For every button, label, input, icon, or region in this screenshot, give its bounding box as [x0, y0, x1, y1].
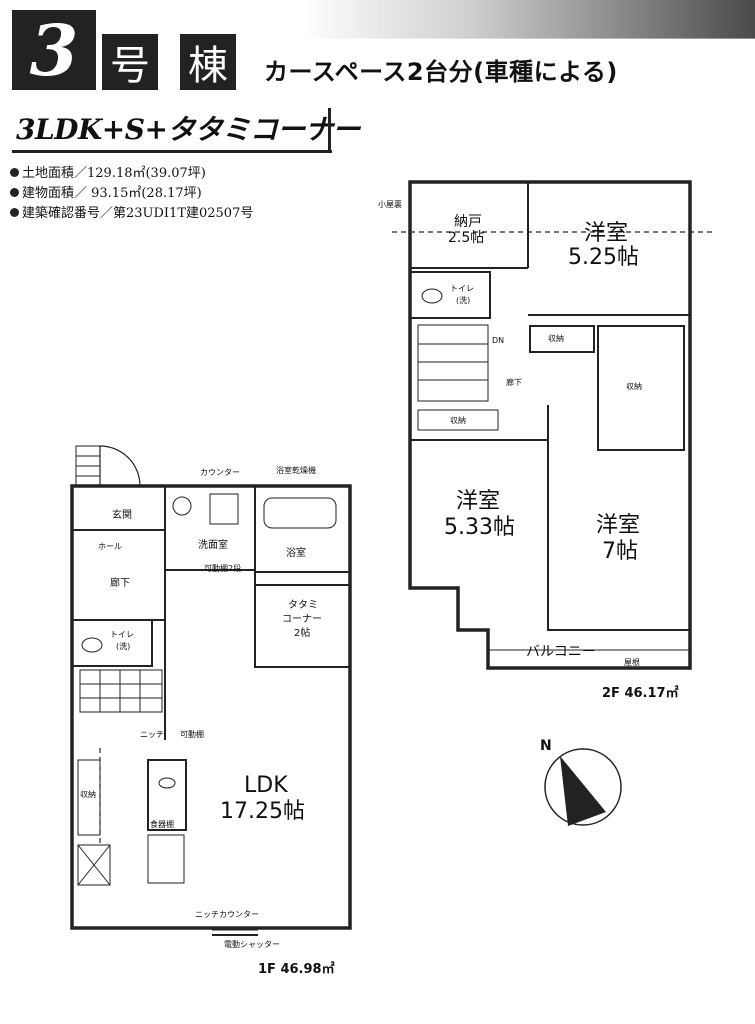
label-bath-dryer: 浴室乾燥機	[276, 466, 316, 475]
label-storage-a: 収納	[548, 334, 564, 343]
label-tatami-1: タタミ	[288, 600, 318, 611]
plan-bar	[328, 108, 331, 153]
label-toilet-sub-1f: (洗)	[116, 642, 131, 651]
label-counter: カウンター	[200, 468, 240, 477]
spec-building-area: 建物面積／ 93.15㎡(28.17坪)	[10, 184, 253, 204]
label-hall: ホール	[98, 542, 122, 551]
spec-permit-number: 建築確認番号／第23UDI1T建02507号	[10, 204, 253, 224]
label-dn: DN	[492, 336, 505, 345]
label-nando: 納戸	[454, 214, 482, 230]
label-niche: ニッチ	[140, 730, 164, 739]
header-gradient-band	[0, 0, 755, 39]
label-toilet-1f: トイレ	[110, 630, 134, 639]
closet-b	[597, 325, 685, 451]
sink-basin	[172, 496, 192, 516]
plan-underline	[12, 150, 332, 153]
floor2-outer-wall	[408, 180, 692, 670]
label-tatami-3: 2帖	[294, 628, 311, 639]
compass-north-label: N	[540, 738, 552, 754]
label-balcony: バルコニー	[526, 644, 596, 660]
car-space-text: カースペース2台分(車種による)	[264, 58, 618, 86]
go-label: 号	[102, 34, 158, 90]
spec-list: 土地面積／129.18㎡(39.07坪) 建物面積／ 93.15㎡(28.17坪…	[10, 164, 253, 224]
floor2-total-area: 2F 46.17㎡	[602, 686, 679, 701]
washing-machine	[209, 493, 239, 525]
floor1-outer-wall	[70, 484, 352, 930]
floor2-plan	[392, 180, 716, 670]
bullet-icon	[10, 188, 19, 197]
label-storage-c: 収納	[450, 416, 466, 425]
spec-land-area: 土地面積／129.18㎡(39.07坪)	[10, 164, 253, 184]
label-western1: 洋室	[584, 221, 629, 246]
label-western1-size: 5.25帖	[568, 245, 639, 270]
label-shutter: 電動シャッター	[224, 940, 280, 949]
pantry-cabinet	[147, 834, 185, 884]
label-nando-size: 2.5帖	[448, 230, 485, 246]
label-roof: 屋根	[624, 658, 640, 667]
entrance-door	[99, 445, 141, 487]
floor1-total-area: 1F 46.98㎡	[258, 962, 335, 977]
label-western2: 洋室	[456, 489, 501, 514]
floor1-plan	[70, 445, 352, 936]
bullet-icon	[10, 208, 19, 217]
label-genkan: 玄関	[112, 510, 132, 521]
label-bath: 浴室	[286, 548, 306, 559]
label-toilet-2f: トイレ	[450, 284, 474, 293]
bathtub	[263, 497, 337, 529]
floor2-stairs	[417, 324, 489, 402]
storage-strip	[417, 409, 499, 431]
label-western3-size: 7帖	[602, 539, 638, 564]
kitchen-counter	[147, 759, 187, 831]
label-attic: 小屋裏	[378, 200, 402, 209]
label-rouka-2f: 廊下	[506, 378, 522, 387]
label-storage-1f: 収納	[80, 790, 96, 799]
label-niche-counter: ニッチカウンター	[195, 910, 259, 919]
closet-a	[529, 325, 595, 353]
floor1-stairs	[79, 669, 163, 713]
compass	[544, 748, 622, 826]
bullet-icon	[10, 168, 19, 177]
floor1-toilet-room	[71, 619, 153, 667]
label-rouka-1f: 廊下	[110, 578, 130, 589]
label-western3: 洋室	[596, 513, 641, 538]
label-pantry: 食器棚	[150, 820, 174, 829]
label-sink-room: 洗面室	[198, 540, 228, 551]
label-movable-shelf: 可動棚2段	[204, 564, 242, 573]
label-tatami-2: コーナー	[282, 614, 322, 625]
plan-name: 3LDK+S+タタミコーナー	[16, 113, 360, 146]
label-ldk: LDK	[244, 773, 288, 798]
floor2-toilet-room	[409, 271, 491, 319]
tou-label: 棟	[180, 34, 236, 90]
fridge	[77, 844, 111, 886]
label-western2-size: 5.33帖	[444, 515, 515, 540]
label-ldk-size: 17.25帖	[220, 799, 305, 824]
tatami-corner	[254, 584, 351, 668]
label-shelf: 可動棚	[180, 730, 204, 739]
label-storage-b: 収納	[626, 382, 642, 391]
building-number: 3	[12, 9, 96, 92]
label-toilet-sub-2f: (洗)	[456, 296, 471, 305]
